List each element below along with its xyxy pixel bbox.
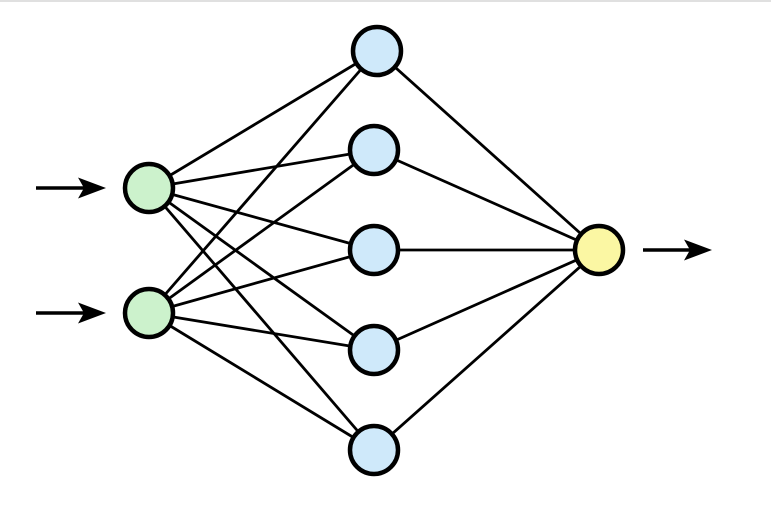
connection-input-1-hidden-4 [148, 186, 375, 352]
connection-input-1-hidden-3 [148, 186, 375, 252]
top-border-line [0, 0, 771, 2]
connection-hidden-5-output-1 [373, 248, 600, 452]
connection-input-2-hidden-1 [147, 50, 379, 314]
input-1-node [122, 161, 176, 215]
connection-input-2-hidden-4 [148, 311, 375, 352]
connection-input-1-hidden-5 [147, 187, 376, 451]
hidden-4-node [347, 323, 401, 377]
hidden-3-node [347, 223, 401, 277]
connection-input-1-hidden-1 [148, 49, 378, 190]
output-1-node [572, 223, 626, 277]
connection-input-2-hidden-5 [148, 311, 375, 452]
connection-hidden-1-output-1 [376, 49, 600, 252]
output-arrow-head-icon [684, 239, 712, 261]
hidden-1-node [350, 24, 404, 78]
connection-hidden-4-output-1 [373, 248, 600, 352]
connection-input-1-hidden-2 [148, 148, 375, 190]
hidden-5-node [347, 423, 401, 477]
connection-hidden-2-output-1 [373, 148, 600, 252]
connection-input-2-hidden-3 [148, 248, 375, 315]
input-arrow-1-head-icon [78, 177, 106, 199]
input-2-node [122, 286, 176, 340]
hidden-2-node [347, 123, 401, 177]
input-arrow-2-head-icon [78, 302, 106, 324]
connection-input-2-hidden-2 [148, 148, 375, 315]
